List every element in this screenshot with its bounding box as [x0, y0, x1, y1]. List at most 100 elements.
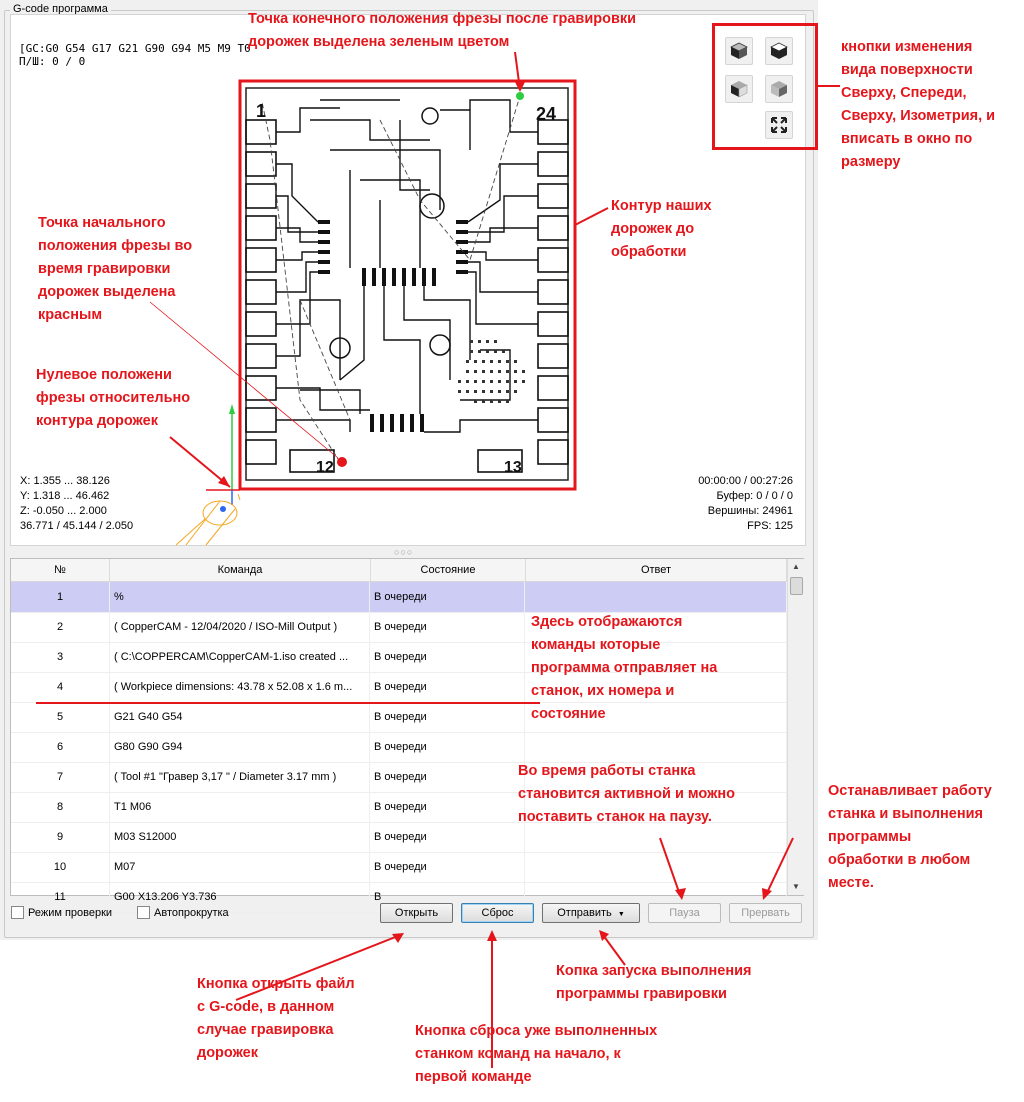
- row-response: [526, 822, 787, 852]
- fps-text: FPS: 125: [747, 520, 793, 532]
- size-text: 36.771 / 45.144 / 2.050: [20, 520, 134, 532]
- open-button[interactable]: Открыть: [380, 903, 453, 923]
- row-num: 7: [11, 762, 110, 792]
- gc-state-text: [GC:G0 G54 G17 G21 G90 G94 M5 M9 T0: [19, 42, 251, 55]
- z-range-text: Z: -0.050 ... 2.000: [20, 505, 107, 517]
- fit-to-window-icon: [771, 117, 787, 133]
- view-isometric-button[interactable]: [765, 75, 793, 103]
- annotation-view-buttons: кнопки изменения вида поверхности Сверху…: [841, 39, 996, 170]
- row-state: В: [371, 882, 525, 912]
- send-button[interactable]: Отправить ▼: [542, 903, 640, 923]
- table-scrollbar[interactable]: ▲ ▼: [787, 559, 804, 895]
- view-left-icon: [731, 81, 748, 98]
- annotation-contour: Контур наших дорожек до обработки: [611, 198, 712, 260]
- table-row[interactable]: 1%В очереди: [11, 582, 787, 613]
- row-num: 4: [11, 672, 110, 702]
- row-response: [526, 582, 787, 612]
- view-top-button[interactable]: [725, 37, 753, 65]
- pcb-label-24: 24: [536, 104, 556, 124]
- start-point-marker: [337, 457, 347, 467]
- table-row[interactable]: 7( Tool #1 "Гравер 3,17 " / Diameter 3.1…: [11, 762, 787, 793]
- row-state: В очереди: [371, 762, 525, 792]
- check-mode-label: Режим проверки: [28, 906, 113, 919]
- row-response: [526, 852, 787, 882]
- buffer-text: Буфер: 0 / 0 / 0: [716, 490, 793, 502]
- row-response: [526, 702, 787, 732]
- row-state: В очереди: [371, 642, 525, 672]
- gcode-3d-viewer[interactable]: [GC:G0 G54 G17 G21 G90 G94 M5 M9 T0 П/Ш:…: [10, 14, 806, 546]
- annotation-reset: Кнопка сброса уже выполненных станком ко…: [415, 1023, 658, 1085]
- scroll-down-icon[interactable]: ▼: [792, 882, 800, 891]
- row-num: 10: [11, 852, 110, 882]
- abort-button[interactable]: Прервать: [729, 903, 802, 923]
- row-num: 11: [11, 882, 110, 912]
- row-command: G21 G40 G54: [110, 702, 370, 732]
- autoscroll-checkbox[interactable]: Автопрокрутка: [137, 905, 229, 920]
- view-front-icon: [770, 42, 788, 59]
- gcode-panel: G-code программа [GC:G0 G54 G17 G21 G90 …: [0, 0, 818, 940]
- annotation-zero-position: Нулевое положени фрезы относительно конт…: [36, 367, 191, 429]
- time-text: 00:00:00 / 00:27:26: [698, 475, 793, 487]
- annotation-send: Копка запуска выполнения программы грави…: [556, 963, 752, 1002]
- table-row[interactable]: 3( C:\COPPERCAM\CopperCAM-1.iso created …: [11, 642, 787, 673]
- row-num: 1: [11, 582, 110, 612]
- row-response: [526, 642, 787, 672]
- end-point-marker: [516, 92, 524, 100]
- pause-button[interactable]: Пауза: [648, 903, 721, 923]
- row-num: 2: [11, 612, 110, 642]
- pcb-label-13: 13: [504, 459, 522, 476]
- row-state: В очереди: [371, 702, 525, 732]
- pw-state-text: П/Ш: 0 / 0: [19, 55, 86, 68]
- check-mode-checkbox[interactable]: Режим проверки: [11, 905, 113, 920]
- scroll-up-icon[interactable]: ▲: [792, 562, 800, 571]
- scroll-thumb[interactable]: [790, 577, 803, 595]
- x-range-text: X: 1.355 ... 38.126: [20, 475, 110, 487]
- annotation-start-point: Точка начального положения фрезы во врем…: [38, 215, 193, 323]
- checkbox-box[interactable]: [137, 906, 150, 920]
- reset-button[interactable]: Сброс: [461, 903, 534, 923]
- annotation-open: Кнопка открыть файл с G-code, в данном с…: [197, 976, 355, 1061]
- view-top-icon: [730, 42, 748, 59]
- pcb-label-1: 1: [256, 101, 266, 121]
- row-state: В очереди: [371, 582, 525, 612]
- header-command[interactable]: Команда: [110, 559, 371, 581]
- dropdown-arrow-icon[interactable]: ▼: [617, 911, 625, 918]
- row-num: 6: [11, 732, 110, 762]
- vertices-text: Вершины: 24961: [707, 505, 793, 517]
- splitter-handle[interactable]: ○○○: [394, 547, 414, 557]
- view-isometric-icon: [771, 81, 787, 97]
- view-buttons-highlight: [712, 23, 818, 150]
- row-command: ( C:\COPPERCAM\CopperCAM-1.iso created .…: [110, 642, 370, 672]
- group-title: G-code программа: [10, 3, 111, 15]
- header-num[interactable]: №: [11, 559, 110, 581]
- row-state: В очереди: [371, 792, 525, 822]
- row-state: В очереди: [371, 612, 525, 642]
- pcb-label-12: 12: [316, 459, 334, 476]
- send-label: Отправить: [557, 907, 612, 919]
- pcb-toolpath-drawing: 1 24 12 13: [175, 79, 577, 546]
- header-state[interactable]: Состояние: [371, 559, 526, 581]
- view-front-button[interactable]: [765, 37, 793, 65]
- header-response[interactable]: Ответ: [526, 559, 787, 581]
- table-header: № Команда Состояние Ответ: [11, 559, 787, 582]
- row-response: [526, 792, 787, 822]
- view-left-button[interactable]: [725, 75, 753, 103]
- gcode-groupbox: [4, 10, 814, 938]
- row-command: ( Workpiece dimensions: 43.78 x 52.08 x …: [110, 672, 370, 702]
- row-state: В очереди: [371, 732, 525, 762]
- table-row[interactable]: 2( CopperCAM - 12/04/2020 / ISO-Mill Out…: [11, 612, 787, 643]
- autoscroll-label: Автопрокрутка: [154, 906, 229, 919]
- checkbox-box[interactable]: [11, 906, 24, 920]
- row-command: M03 S12000: [110, 822, 370, 852]
- fit-to-window-button[interactable]: [765, 111, 793, 139]
- annotation-end-point: Точка конечного положения фрезы после гр…: [248, 11, 637, 50]
- row-response: [526, 762, 787, 792]
- row-response: [526, 732, 787, 762]
